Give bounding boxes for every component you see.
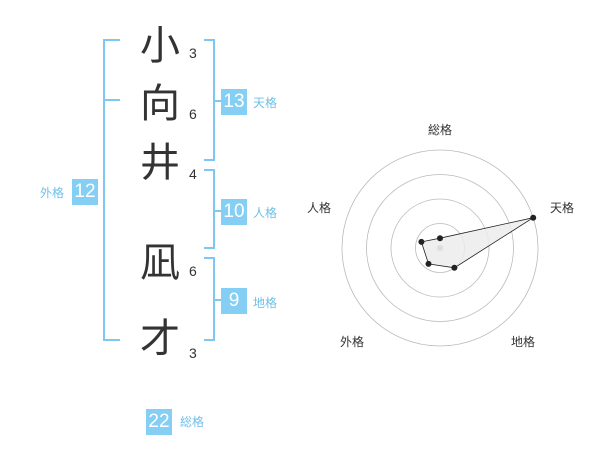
stroke-count-3: 4 [189,166,197,182]
name-char-3: 井 [140,140,180,186]
radar-polygon [420,217,534,269]
radar-axis-label-gaikaku: 外格 [340,335,365,349]
gaikaku-badge: 12 [72,179,98,205]
radar-point-3 [451,264,458,271]
radar-point-5 [418,238,425,245]
name-char-2: 向 [140,81,180,127]
stroke-count-5: 3 [189,345,197,361]
bracket-lines [103,39,221,341]
name-char-1: 小 [140,23,180,69]
radar-point-4 [425,260,432,267]
jinkaku-badge: 10 [221,199,247,225]
soukaku-badge: 22 [146,409,172,435]
radar-axis-label-tenkaku: 天格 [550,201,575,215]
radar-axis-label-soukaku: 総格 [428,123,453,137]
jinkaku-label: 人格 [253,206,278,220]
radar-center-dot [437,245,443,251]
bracket-outer-left [103,39,120,341]
stroke-count-1: 3 [189,45,197,61]
gaikaku-label: 外格 [40,186,65,200]
tenkaku-badge: 13 [221,89,247,115]
radar-axis-label-jinkaku: 人格 [307,201,332,215]
radar-polygon-group [420,217,534,269]
radar-point-2 [530,214,537,221]
bracket-chikaku [204,257,215,341]
radar-ring-2 [390,198,490,298]
chikaku-badge: 9 [221,288,247,314]
chikaku-label: 地格 [253,296,278,310]
soukaku-label: 総格 [180,415,205,429]
tenkaku-label: 天格 [253,96,278,110]
radar-ring-3 [366,174,514,322]
radar-axis-label-chikaku: 地格 [511,335,536,349]
stroke-count-2: 6 [189,106,197,122]
bracket-tenkaku [204,39,215,161]
name-char-4: 凪 [140,240,180,286]
bracket-jinkaku [204,169,215,249]
name-char-5: 才 [140,316,180,362]
fortune-radar-chart [341,149,539,347]
stroke-count-4: 6 [189,263,197,279]
radar-point-1 [437,235,443,242]
radar-ring-4 [341,149,539,347]
radar-points [418,214,537,271]
